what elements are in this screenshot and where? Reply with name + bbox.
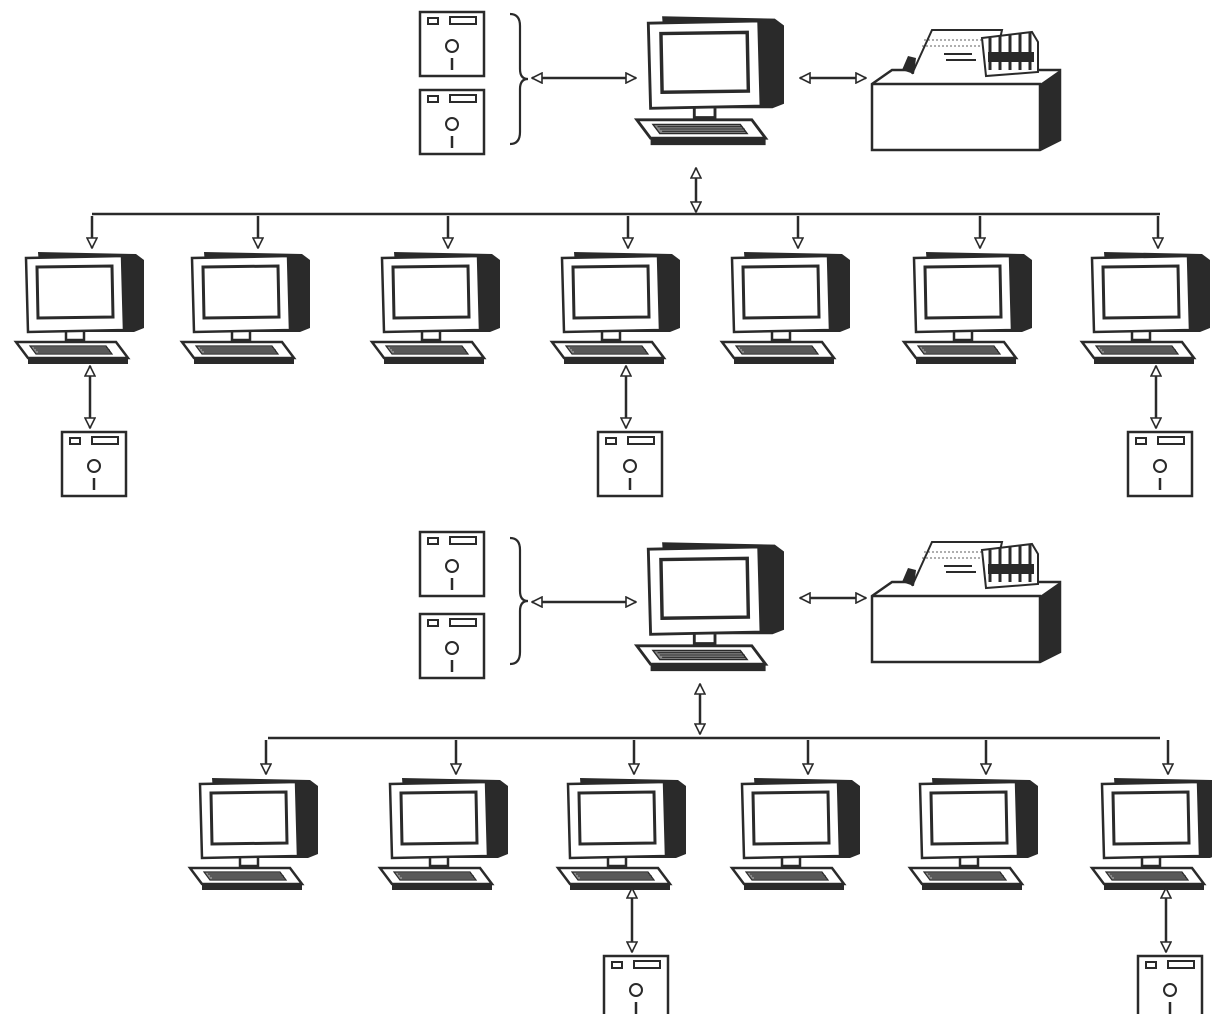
printer-icon bbox=[870, 28, 1062, 152]
terminal-computer-terminal-icon bbox=[1080, 250, 1212, 366]
terminal-computer-terminal-icon bbox=[188, 776, 320, 892]
terminal-floppy-disk-icon bbox=[1126, 430, 1194, 498]
terminal-computer-terminal-icon bbox=[14, 250, 146, 366]
terminal-computer-terminal-icon bbox=[180, 250, 312, 366]
terminal-computer-terminal-icon bbox=[378, 776, 510, 892]
terminal-computer-terminal-icon bbox=[720, 250, 852, 366]
floppy-disk-icon bbox=[418, 10, 486, 78]
network-top bbox=[14, 10, 1212, 498]
network-bottom bbox=[188, 530, 1212, 1014]
printer-icon bbox=[870, 540, 1062, 664]
terminal-computer-terminal-icon bbox=[370, 250, 502, 366]
terminal-computer-terminal-icon bbox=[908, 776, 1040, 892]
terminal-computer-terminal-icon bbox=[730, 776, 862, 892]
terminal-floppy-disk-icon bbox=[596, 430, 664, 498]
terminal-computer-terminal-icon bbox=[556, 776, 688, 892]
floppy-disk-icon bbox=[418, 530, 486, 598]
terminal-floppy-disk-icon bbox=[602, 954, 670, 1014]
floppy-disk-icon bbox=[418, 612, 486, 680]
storage-brace bbox=[509, 12, 529, 146]
terminal-floppy-disk-icon bbox=[60, 430, 128, 498]
storage-brace bbox=[509, 536, 529, 666]
terminal-computer-terminal-icon bbox=[1090, 776, 1212, 892]
floppy-disk-icon bbox=[418, 88, 486, 156]
server-computer-terminal-icon bbox=[635, 540, 786, 673]
terminal-computer-terminal-icon bbox=[902, 250, 1034, 366]
terminal-computer-terminal-icon bbox=[550, 250, 682, 366]
server-computer-terminal-icon bbox=[635, 14, 786, 147]
terminal-floppy-disk-icon bbox=[1136, 954, 1204, 1014]
